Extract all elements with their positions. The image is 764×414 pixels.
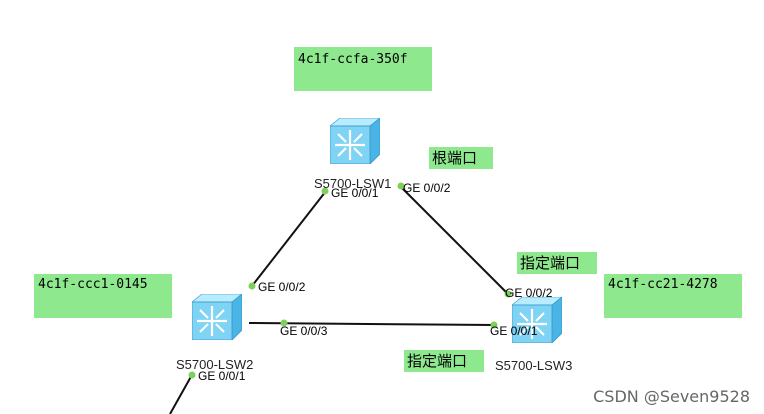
port-label-lsw2-ge001: GE 0/0/1 [198,369,246,383]
mac-address-left: 4c1f-ccc1-0145 [34,274,172,318]
link-lsw2-down[interactable] [169,372,194,414]
port-label-lsw2-ge003: GE 0/0/3 [280,324,328,338]
port-dot-lsw2-ge001[interactable] [188,371,196,379]
port-label-lsw1-ge001: GE 0/0/1 [331,186,379,200]
switch-lsw3-icon[interactable] [512,297,562,343]
port-dot-lsw3-ge002[interactable] [504,290,512,298]
port-dot-lsw2-ge003[interactable] [280,319,288,327]
port-dot-lsw1-ge001[interactable] [321,187,329,195]
device-name-lsw1: S5700-LSW1 [314,176,392,191]
root-port-label: 根端口 [429,147,493,169]
mac-address-top: 4c1f-ccfa-350f [294,47,432,91]
designated-port-label-bottom: 指定端口 [404,350,484,372]
port-label-lsw1-ge002: GE 0/0/2 [403,181,451,195]
switch-lsw1-icon[interactable] [330,118,380,164]
watermark: CSDN @Seven9528 [593,387,750,406]
link-lsw1-lsw3[interactable] [399,185,509,295]
device-name-lsw3: S5700-LSW3 [495,358,573,373]
device-name-lsw2: S5700-LSW2 [176,357,254,372]
port-dot-lsw2-ge002[interactable] [248,282,256,290]
port-dot-lsw3-ge001[interactable] [490,321,498,329]
port-label-lsw2-ge002: GE 0/0/2 [258,280,306,294]
link-lsw2-lsw3[interactable] [248,322,496,326]
port-dot-lsw1-ge002[interactable] [397,182,405,190]
link-lsw1-lsw2[interactable] [251,190,327,287]
designated-port-label-right: 指定端口 [517,252,597,274]
switch-lsw2-icon[interactable] [192,294,242,340]
port-label-lsw3-ge002: GE 0/0/2 [505,286,553,300]
mac-address-right: 4c1f-cc21-4278 [604,274,742,318]
port-label-lsw3-ge001: GE 0/0/1 [490,324,538,338]
